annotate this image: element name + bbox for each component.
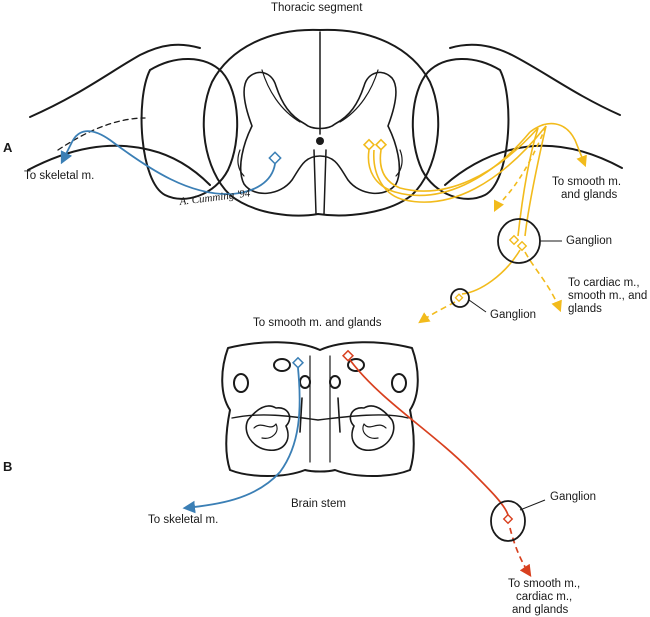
label-cardiac-a-1: To cardiac m., (568, 277, 640, 289)
label-to-skeletal-b: To skeletal m. (148, 514, 219, 526)
panel-a-title: Thoracic segment (271, 2, 363, 14)
panel-a-letter: A (3, 140, 13, 155)
right-inferior-olive (349, 405, 395, 451)
brainstem-preganglionic-neuron (341, 349, 355, 362)
label-brain-stem: Brain stem (291, 498, 346, 510)
panel-b-title: To smooth m. and glands (253, 317, 382, 329)
label-smooth-b-3: and glands (512, 604, 569, 616)
chain-ganglion-neuron (508, 234, 520, 246)
right-drg-outline (411, 58, 510, 200)
label-smooth-glands-a-1: To smooth m. (552, 176, 622, 188)
parasympathetic-ganglion (490, 500, 526, 542)
label-ganglion-a-1: Ganglion (566, 235, 613, 247)
label-smooth-b-1: To smooth m., (508, 578, 581, 590)
label-ganglion-a-2: Ganglion (490, 309, 537, 321)
right-spinal-nerve-lower (444, 144, 623, 186)
label-cardiac-a-3: glands (568, 303, 602, 315)
prevertebral-ganglion-neuron (454, 293, 464, 303)
brain-stem-outline (221, 341, 419, 477)
panel-b-letter: B (3, 459, 13, 474)
somatic-motor-pathway-b (182, 356, 305, 514)
somatic-motor-neuron-a (268, 151, 282, 165)
left-spinal-nerve-upper (29, 43, 201, 118)
lateral-horn-neuron-2 (374, 138, 388, 151)
artist-signature: A. Cumming '94 (178, 187, 252, 208)
grey-matter-outline (239, 71, 401, 195)
somatic-motor-pathway-a (60, 130, 282, 195)
thoracic-segment-drawing (27, 28, 623, 217)
label-smooth-glands-a-2: and glands (561, 189, 618, 201)
brainstem-motor-neuron (291, 356, 305, 369)
parasympathetic-pathway-b (341, 349, 532, 577)
left-spinal-nerve-lower (27, 144, 211, 186)
left-inferior-olive (245, 405, 291, 451)
left-drg-outline (140, 58, 239, 200)
lateral-horn-neuron-1 (362, 138, 376, 151)
spinal-cord-outline (202, 28, 440, 217)
label-smooth-b-2: cardiac m., (516, 591, 573, 603)
chain-ganglion-neuron-2 (516, 240, 528, 252)
brain-stem-drawing (221, 341, 419, 477)
central-canal (316, 137, 324, 145)
label-to-skeletal-a: To skeletal m. (24, 170, 95, 182)
label-cardiac-a-2: smooth m., and (568, 290, 648, 302)
right-spinal-nerve-upper (449, 43, 621, 116)
prevertebral-ganglion (450, 288, 470, 308)
parasympathetic-ganglion-neuron (502, 513, 514, 525)
label-ganglion-b: Ganglion (550, 491, 597, 503)
